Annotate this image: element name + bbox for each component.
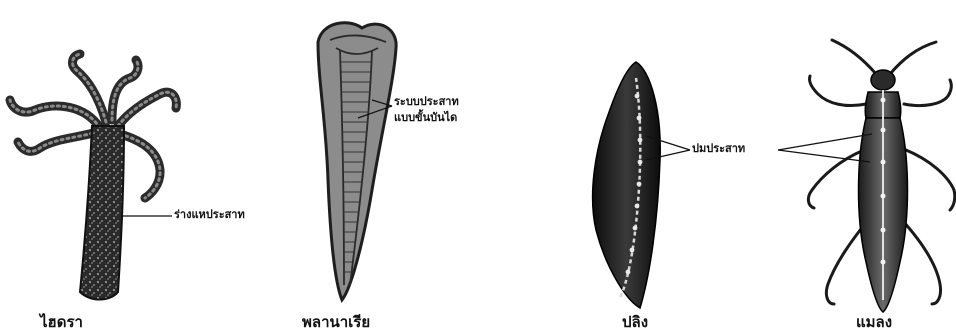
planaria-callout-line2: แบบขั้นบันได — [394, 111, 457, 125]
hydra-callout: ร่างแหประสาท — [174, 208, 245, 222]
hydra-illustration — [10, 54, 176, 300]
organism-name-leech: ปลิง — [622, 310, 648, 334]
organism-name-insect: แมลง — [856, 310, 892, 334]
ganglion-callout: ปมประสาท — [692, 142, 745, 156]
planaria-illustration — [318, 23, 396, 300]
planaria-callout-line1: ระบบประสาท — [394, 95, 459, 109]
organism-name-planaria: พลานาเรีย — [302, 310, 370, 334]
insect-illustration — [778, 40, 955, 312]
leech-illustration — [593, 62, 690, 308]
organism-name-hydra: ไฮดรา — [40, 310, 83, 334]
